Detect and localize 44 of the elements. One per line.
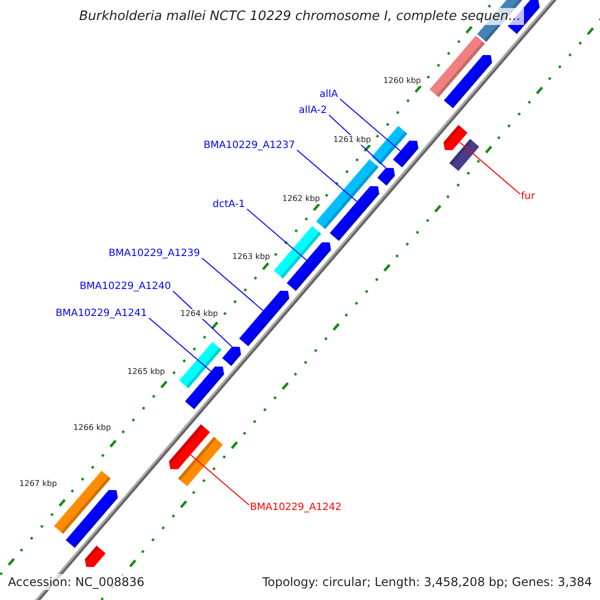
gene-bar bbox=[443, 124, 468, 150]
gene-label: BMA10229_A1241 bbox=[56, 308, 147, 320]
gene-label: BMA10229_A1240 bbox=[80, 281, 171, 293]
gene-label: BMA10229_A1237 bbox=[204, 140, 295, 152]
gene-bar bbox=[179, 342, 222, 388]
gene-bar bbox=[449, 138, 480, 171]
leader-line bbox=[202, 258, 264, 312]
scale-label: 1263 kbp bbox=[232, 252, 270, 262]
gene-bar bbox=[84, 546, 106, 568]
accession-text: Accession: NC_008836 bbox=[8, 574, 144, 590]
gene-label: BMA10229_A1242 bbox=[250, 502, 342, 514]
gene-label: allA bbox=[319, 89, 338, 101]
leader-line bbox=[459, 142, 520, 194]
leader-line bbox=[190, 454, 250, 506]
gene-label: dctA-1 bbox=[212, 199, 245, 211]
gene-bar bbox=[377, 168, 395, 186]
gene-bar bbox=[274, 226, 322, 278]
genome-summary-text: Topology: circular; Length: 3,458,208 bp; Genes: 3,384 bbox=[262, 574, 592, 590]
gene-bar bbox=[430, 36, 485, 98]
leader-line bbox=[340, 98, 401, 152]
gene-bar bbox=[286, 242, 332, 291]
gene-label: allA-2 bbox=[298, 105, 327, 117]
scale-label: 1261 kbp bbox=[333, 135, 371, 145]
scale-label: 1264 kbp bbox=[180, 309, 218, 319]
gene-bar bbox=[239, 290, 290, 346]
gene-bar bbox=[222, 346, 242, 366]
gene-label: fur bbox=[521, 191, 535, 203]
scale-label: 1267 kbp bbox=[19, 479, 57, 489]
scale-label: 1260 kbp bbox=[383, 76, 421, 86]
leader-line bbox=[246, 208, 307, 261]
scale-label: 1266 kbp bbox=[73, 423, 111, 433]
gene-bar bbox=[178, 436, 223, 486]
gene-bar bbox=[330, 186, 380, 241]
gene-label: BMA10229_A1239 bbox=[108, 248, 200, 260]
gene-bar bbox=[168, 424, 210, 470]
gene-bar bbox=[185, 366, 224, 410]
gene-bar bbox=[66, 490, 118, 548]
leader-line bbox=[296, 150, 358, 202]
gene-bar bbox=[372, 126, 408, 165]
scale-label: 1262 kbp bbox=[282, 194, 320, 204]
leader-line bbox=[148, 318, 212, 372]
gene-bar bbox=[393, 140, 418, 168]
scale-label: 1265 kbp bbox=[127, 367, 165, 377]
gene-bar bbox=[444, 54, 492, 108]
